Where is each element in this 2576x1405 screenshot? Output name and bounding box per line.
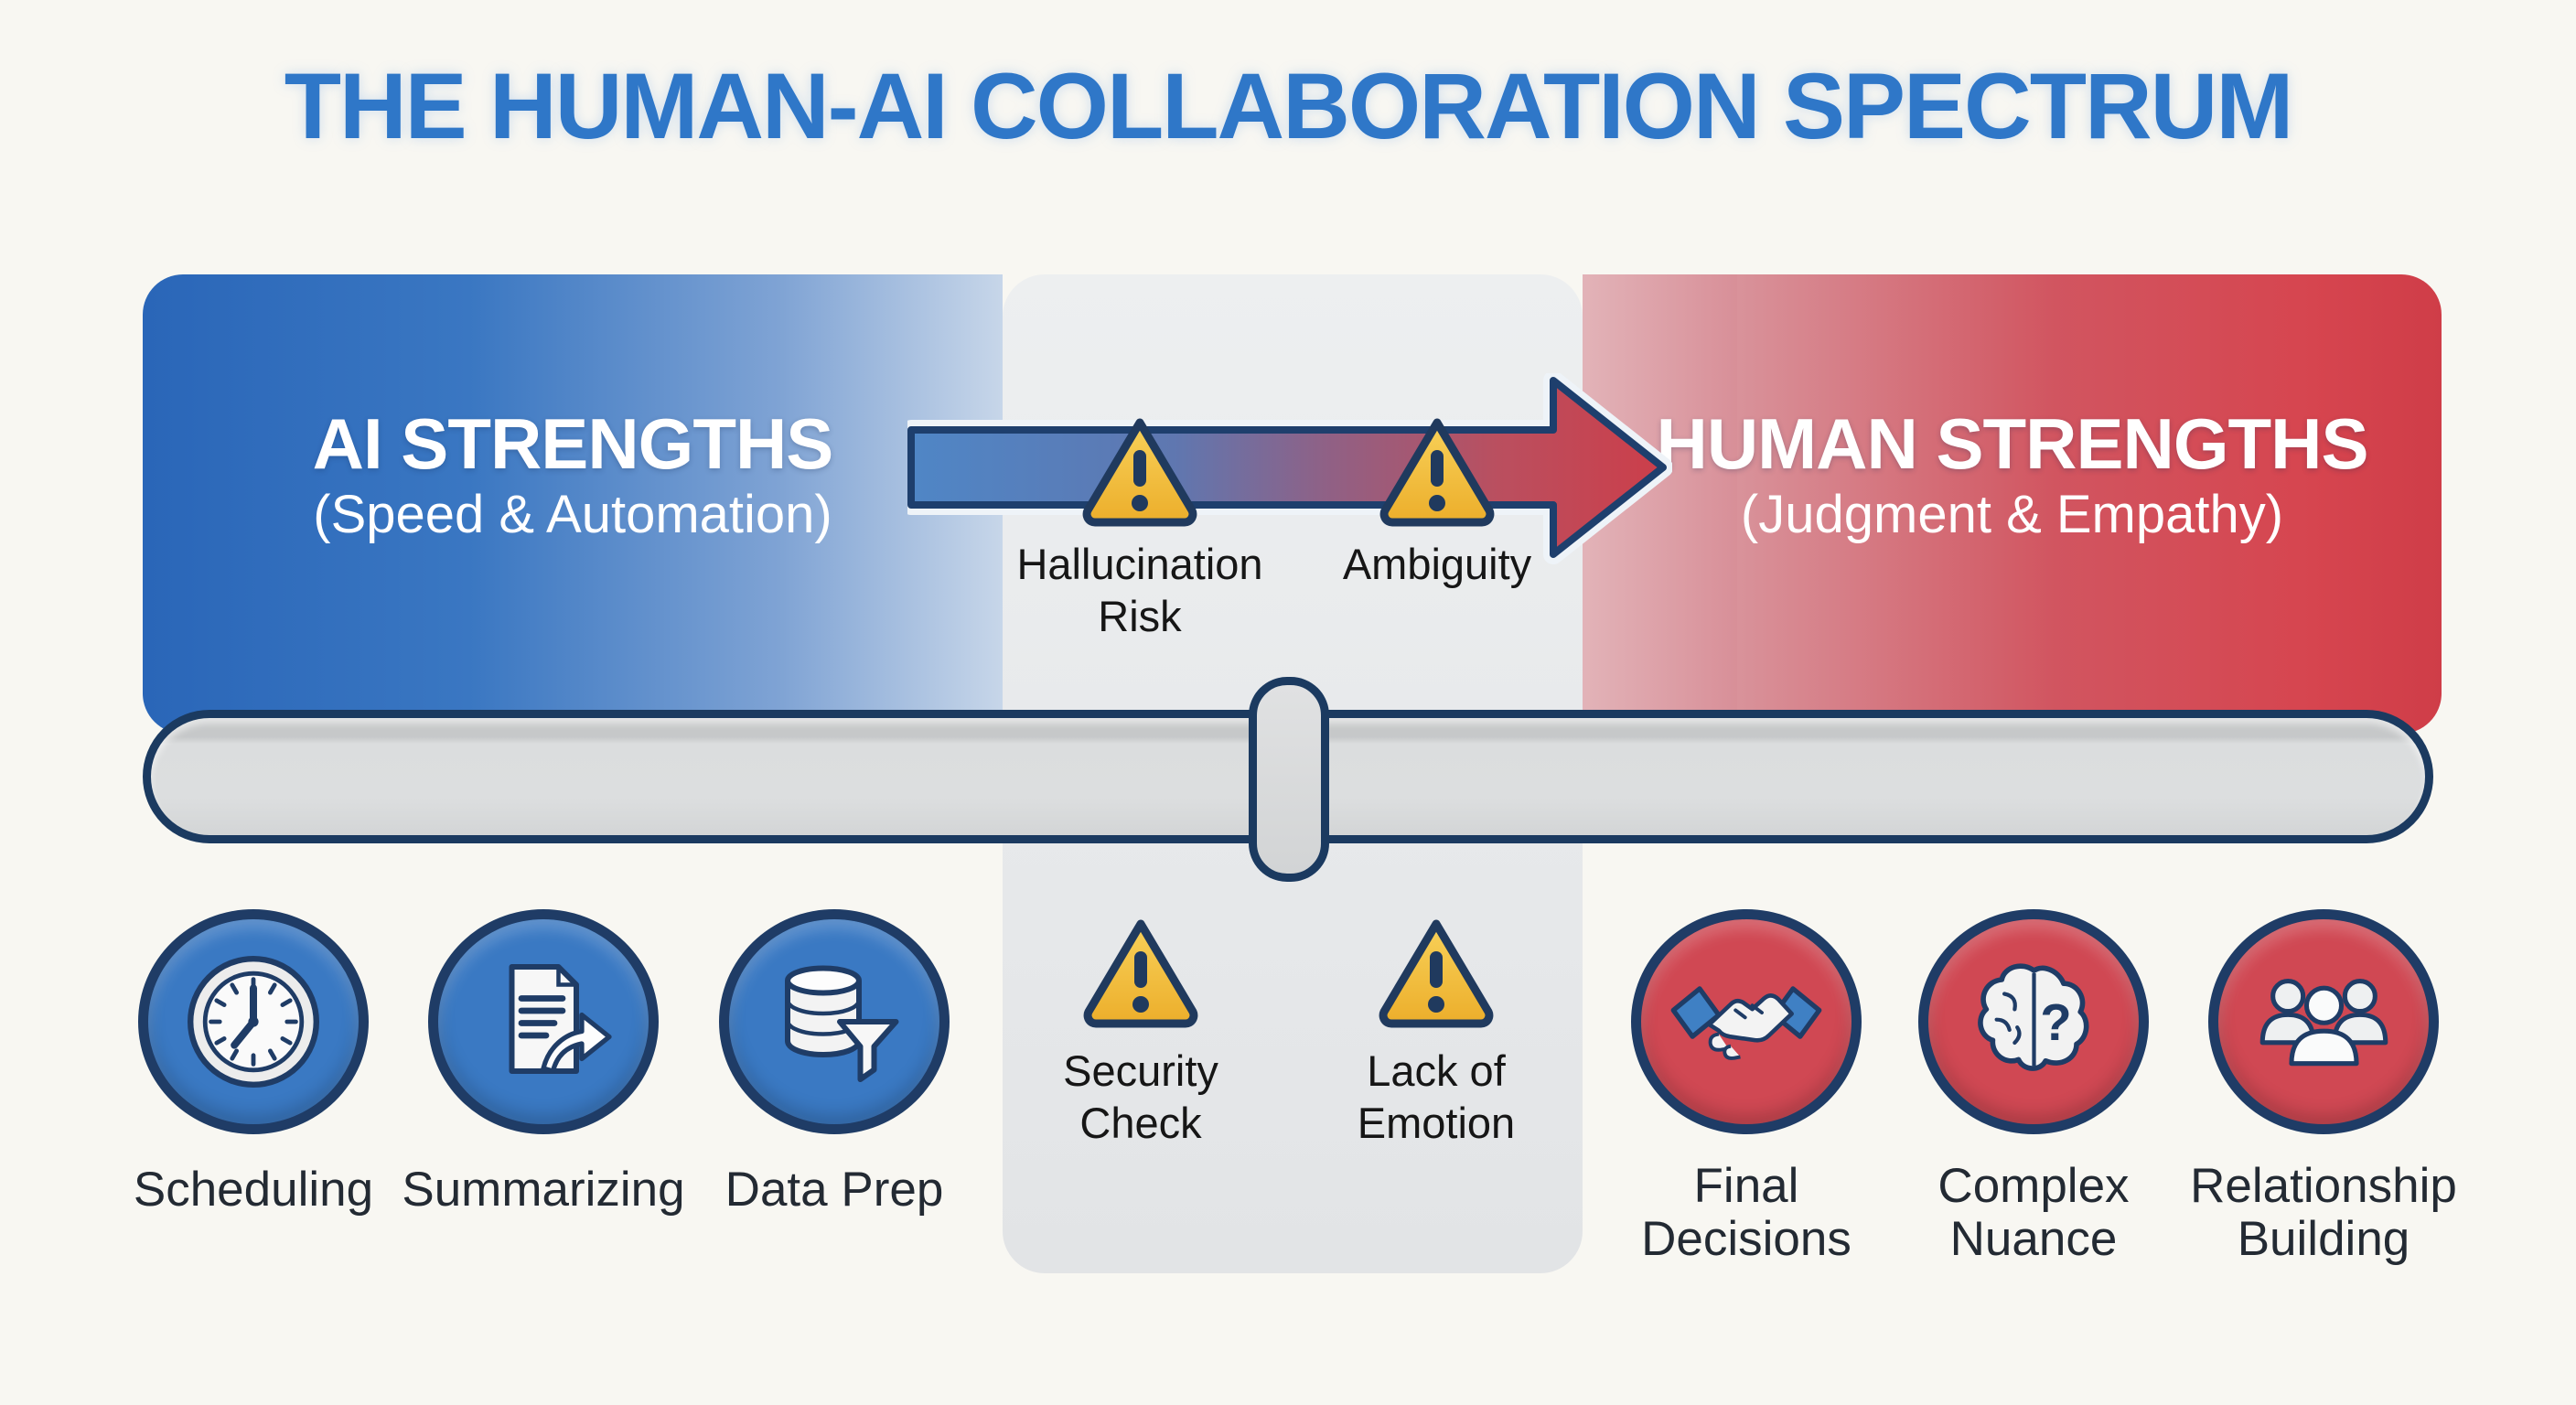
human-item-bubble-complex-nuance: ? [1918,909,2149,1134]
risk-label-hallucination: Hallucination Risk [1016,540,1263,640]
warning-icon-security-check [1083,919,1198,1028]
svg-text:?: ? [2040,993,2071,1051]
human-item-bubble-relationship-building [2208,909,2439,1134]
spectrum-arrow-icon [907,373,1672,564]
ai-zone-caption: AI STRENGTHS (Speed & Automation) [143,404,1003,545]
human-item-bubble-final-decisions [1631,909,1862,1134]
human-zone-caption: HUMAN STRENGTHS (Judgment & Empathy) [1583,404,2442,545]
ai-item-label-data-prep: Data Prep [724,1163,944,1217]
ai-item-label-summarizing: Summarizing [402,1163,685,1217]
warning-icon-lack-of-emotion [1379,919,1494,1028]
risk-label-lack-of-emotion: Lack of Emotion [1357,1046,1516,1147]
risk-label-security-check: Security Check [1063,1046,1218,1147]
human-item-label-final-decisions: Final Decisions [1641,1159,1852,1266]
ai-zone-heading: AI STRENGTHS [312,403,834,484]
human-zone-heading: HUMAN STRENGTHS [1656,403,2369,484]
human-item-label-relationship-building: Relationship Building [2190,1159,2457,1266]
human-item-label-complex-nuance: Complex Nuance [1937,1159,2130,1266]
database-funnel-icon [785,965,899,1082]
document-arrow-icon [509,964,612,1074]
ai-item-bubble-summarizing [428,909,659,1134]
human-strengths-zone [1583,274,2442,734]
human-zone-subheading: (Judgment & Empathy) [1740,485,2284,544]
warning-icon-ambiguity [1379,418,1495,527]
brain-question-icon: ? [1977,962,2088,1071]
warning-icon-hallucination [1082,418,1197,527]
handshake-icon [1670,985,1822,1060]
ai-item-bubble-data-prep [719,909,950,1134]
people-icon [2259,979,2388,1067]
balance-slider-handle[interactable] [1249,677,1329,882]
risk-label-ambiguity: Ambiguity [1342,540,1532,588]
ai-item-label-scheduling: Scheduling [133,1163,374,1217]
ai-zone-subheading: (Speed & Automation) [313,485,832,544]
clock-icon [188,956,319,1088]
page-title: THE HUMAN-AI COLLABORATION SPECTRUM [284,54,2294,158]
ai-item-bubble-scheduling [138,909,369,1134]
ai-strengths-zone [143,274,1003,734]
